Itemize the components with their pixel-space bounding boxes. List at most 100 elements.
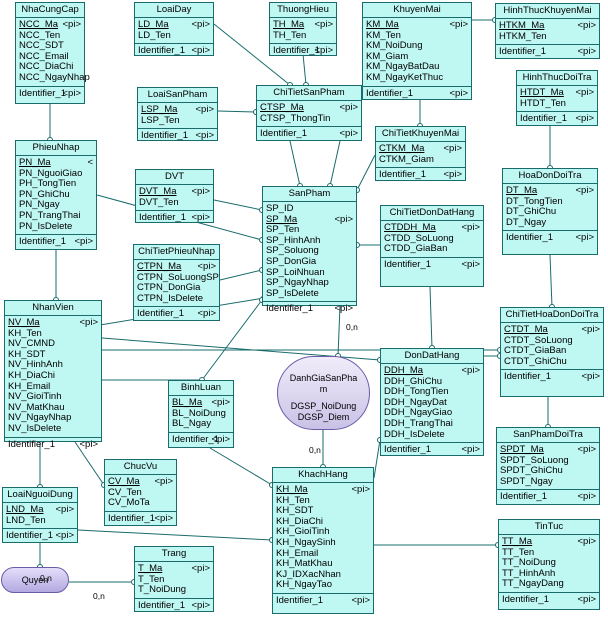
attribute-row: NCC_DiaChi xyxy=(19,62,81,73)
attribute-name: HTDT_Ten xyxy=(520,97,566,109)
identifier-tag: <pi> xyxy=(154,512,174,524)
attribute-name: NV_IsDelete xyxy=(8,422,62,434)
identifier-name: Identifier_1 xyxy=(384,444,432,456)
attribute-name: KH_Email xyxy=(276,547,319,559)
identifier-tag: <pi> xyxy=(577,46,597,58)
attribute-name: PN_NguoiGiao xyxy=(19,167,83,179)
attribute-list: LND_Ma<pi>LND_Ten xyxy=(3,503,77,530)
attribute-name: KH_SDT xyxy=(276,505,314,517)
identifier-row: Identifier_1<pi> xyxy=(5,438,101,451)
attribute-name: PN_Ngay xyxy=(19,199,60,211)
attribute-row: DDH_IsDelete xyxy=(384,429,480,441)
attribute-tag: <pi> xyxy=(351,484,371,495)
entity-title: Trang xyxy=(135,547,213,562)
identifier-name: Identifier_1 xyxy=(366,87,414,99)
attribute-name: BL_Ma xyxy=(172,397,203,408)
attribute-row: SPDT_GhiChu xyxy=(500,465,596,477)
attribute-name: CTPN_DonGia xyxy=(137,282,201,294)
identifier-tag: <pi> xyxy=(191,45,211,57)
attribute-list: LD_Ma<pi>LD_Ten xyxy=(135,18,213,45)
entity-title: ChiTietDonDatHang xyxy=(381,206,483,221)
attribute-name: CTDT_GhiChu xyxy=(504,355,567,367)
attribute-name: KH_DiaChi xyxy=(8,369,55,381)
attribute-row: CTDD_SoLuong xyxy=(384,233,480,245)
attribute-tag: <pi> xyxy=(334,213,354,225)
attribute-row: CTSP_ThongTin xyxy=(260,113,358,125)
identifier-name: Identifier_1 xyxy=(139,212,187,224)
attribute-name: NV_NgayNhap xyxy=(8,412,72,424)
attribute-row: CTPN_SoLuongSP xyxy=(137,272,219,284)
entity-title: ChiTietSanPham xyxy=(257,86,361,101)
attribute-name: SP_Ten xyxy=(266,224,300,236)
attribute-tag: <pi> xyxy=(62,19,82,30)
attribute-tag: <pi> xyxy=(314,19,334,30)
attribute-name: TT_Ten xyxy=(502,546,535,558)
attribute-name: NV_MatKhau xyxy=(8,401,65,413)
attribute-name: KM_NoiDung xyxy=(366,40,423,52)
relationship-line xyxy=(302,53,307,86)
identifier-name: Identifier_1 xyxy=(384,258,432,270)
attribute-row: SPDT_Ma<pi> xyxy=(500,444,596,456)
attribute-name: SP_NgayNhap xyxy=(266,277,329,289)
identifier-tag: <pi> xyxy=(74,236,94,248)
relationship-quyen[interactable]: Quyen xyxy=(1,567,69,593)
attribute-row: CTKM_Ma<pi> xyxy=(379,143,462,155)
identifier-name: Identifier_1 xyxy=(502,593,550,605)
attribute-name: CTDT_GiaBan xyxy=(504,345,567,357)
attribute-row: PN_Ngay xyxy=(19,200,93,211)
entity-title: HoaDonDoiTra xyxy=(503,169,597,184)
attribute-row: NCC_NgayNhap xyxy=(19,72,90,84)
identifier-tag: <pi> xyxy=(351,594,371,606)
attribute-name: NCC_Ten xyxy=(19,29,61,41)
attribute-name: PH_TongTien xyxy=(19,178,77,190)
attribute-row: HTDT_Ten xyxy=(520,97,594,110)
attribute-row: DT_GhiChu xyxy=(506,206,594,218)
attribute-name: NCC_Ma xyxy=(19,19,59,30)
attribute-tag: <pi> xyxy=(55,504,75,515)
attribute-tag: <pi> xyxy=(79,317,99,328)
attribute-name: CTDD_GiaBan xyxy=(384,243,448,255)
identifier-tag: <pi> xyxy=(195,130,215,142)
attribute-row: PN_NguoiGiao xyxy=(19,167,93,180)
identifier-row: Identifier_1<pi> xyxy=(105,512,176,525)
entity-title: BinhLuan xyxy=(169,381,233,396)
entity-title: TinTuc xyxy=(499,520,599,535)
identifier-tag: <pi> xyxy=(443,169,463,181)
attribute-row: LD_Ten xyxy=(138,30,210,42)
attribute-row: PH_TongTien xyxy=(19,178,93,190)
attribute-name: KM_Giam xyxy=(366,50,409,62)
attribute-name: DDH_GhiChu xyxy=(384,375,443,387)
attribute-name: DDH_NgayDat xyxy=(384,396,447,408)
attribute-list: DVT_Ma<pi>DVT_Ten xyxy=(136,185,213,212)
attribute-tag: <pi> xyxy=(461,365,481,376)
identifier-name: Identifier_1 xyxy=(19,236,67,248)
attribute-row: NV_MatKhau xyxy=(8,401,98,414)
